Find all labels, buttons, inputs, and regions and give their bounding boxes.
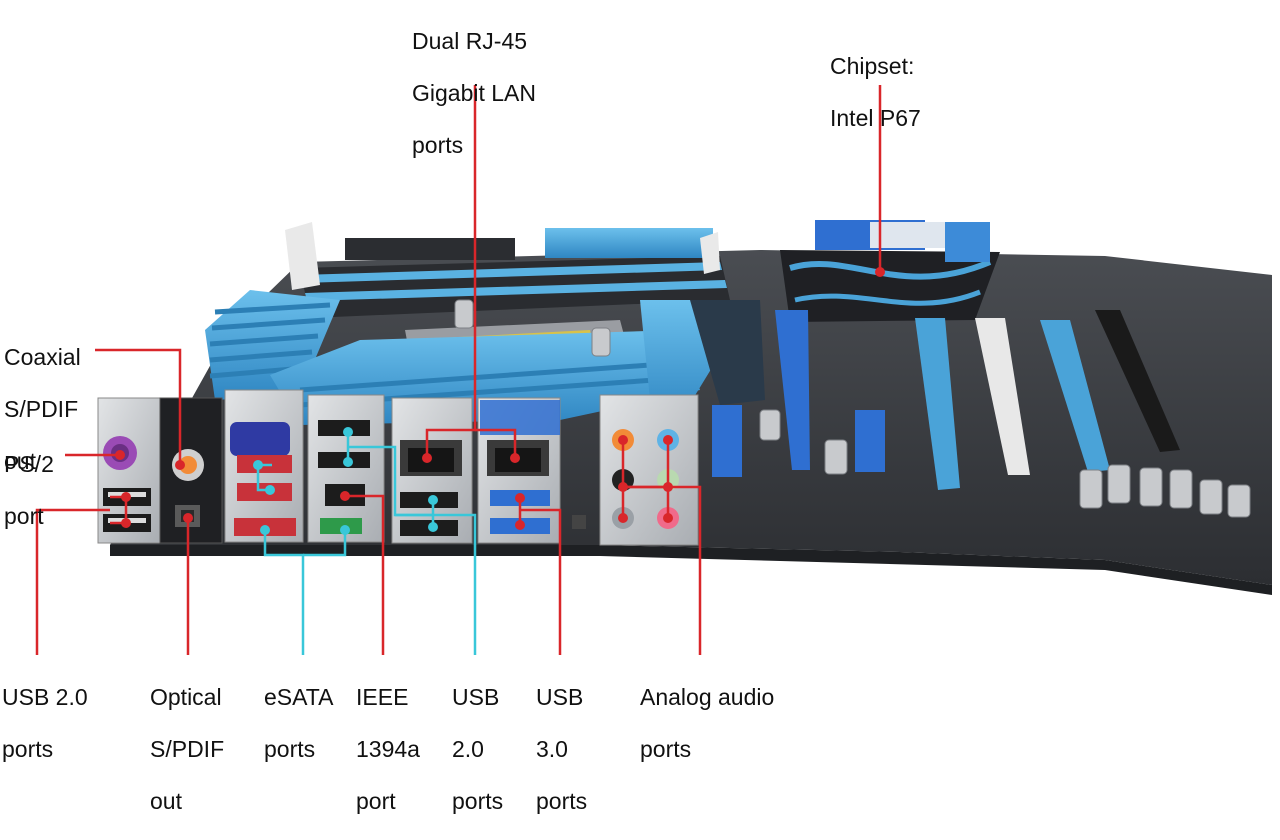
label-line: 2.0 <box>452 736 484 762</box>
label-line: Gigabit LAN <box>412 80 537 106</box>
label-line: Coaxial <box>4 344 81 370</box>
label-line: S/PDIF <box>4 396 79 422</box>
label-line: Intel P67 <box>830 105 921 131</box>
label-coaxial-spdif: Coaxial S/PDIF out <box>4 318 81 500</box>
label-ps2: PS/2 port <box>4 425 54 555</box>
label-line: Dual RJ-45 <box>412 28 528 54</box>
callout-dots-cyan <box>253 427 438 535</box>
chipset-heatsink <box>780 220 1000 322</box>
label-line: USB 2.0 <box>2 684 88 710</box>
memory-slots <box>285 222 730 318</box>
label-analog-audio: Analog audio ports <box>640 658 774 788</box>
label-line: S/PDIF <box>150 736 225 762</box>
label-line: Chipset: <box>830 53 915 79</box>
label-usb30: USB 3.0 ports <box>536 658 587 840</box>
label-line: Optical <box>150 684 222 710</box>
pcie-slots <box>712 310 1180 490</box>
label-line: port <box>4 503 44 529</box>
label-line: USB <box>536 684 584 710</box>
label-line: Analog audio <box>640 684 775 710</box>
label-line: ports <box>536 788 588 814</box>
label-ieee1394a: IEEE 1394a port <box>356 658 420 840</box>
label-line: eSATA <box>264 684 334 710</box>
label-line: USB <box>452 684 500 710</box>
capacitors <box>454 299 1251 518</box>
label-line: ports <box>2 736 54 762</box>
label-line: out <box>4 448 36 474</box>
label-line: ports <box>264 736 316 762</box>
label-line: ports <box>640 736 692 762</box>
label-usb20-middle: USB 2.0 ports <box>452 658 503 840</box>
motherboard-diagram <box>35 85 1272 655</box>
label-line: PS/2 <box>4 451 54 477</box>
label-esata: eSATA ports <box>264 658 333 788</box>
label-dual-rj45: Dual RJ-45 Gigabit LAN ports <box>412 2 536 184</box>
label-line: IEEE <box>356 684 409 710</box>
label-line: ports <box>452 788 504 814</box>
label-usb20-left: USB 2.0 ports <box>2 658 88 788</box>
label-chipset: Chipset: Intel P67 <box>830 27 921 157</box>
label-optical-spdif: Optical S/PDIF out <box>150 658 224 840</box>
label-line: 1394a <box>356 736 420 762</box>
label-line: 3.0 <box>536 736 568 762</box>
label-line: port <box>356 788 396 814</box>
label-line: ports <box>412 132 464 158</box>
label-line: out <box>150 788 182 814</box>
callout-dots-red <box>115 267 885 530</box>
